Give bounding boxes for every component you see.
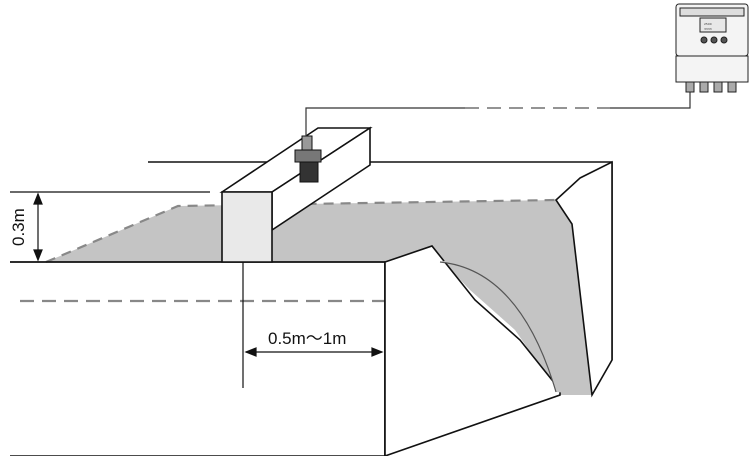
water-level-dashed-lower bbox=[20, 267, 433, 303]
sensor-cable-end bbox=[610, 88, 691, 109]
distance-dimension-label: 0.5m～1m bbox=[268, 329, 346, 348]
weir-side-face bbox=[384, 245, 561, 456]
channel-front-block bbox=[10, 261, 386, 456]
transmitter-unit bbox=[675, 3, 749, 93]
weir-right-wall bbox=[554, 160, 613, 398]
transmitter-screen-line-2: 3333 bbox=[704, 27, 712, 31]
water-surface bbox=[46, 200, 592, 395]
ultrasonic-sensor bbox=[294, 135, 322, 183]
height-dimension bbox=[10, 191, 210, 262]
distance-dimension bbox=[242, 262, 384, 388]
sensor-cable bbox=[305, 107, 465, 136]
height-dimension-label: 0.3m bbox=[9, 208, 28, 246]
weir-nappe-edge bbox=[439, 261, 557, 393]
weir-nappe bbox=[440, 230, 592, 395]
transmitter-screen-line-1: 2500 bbox=[704, 22, 712, 26]
